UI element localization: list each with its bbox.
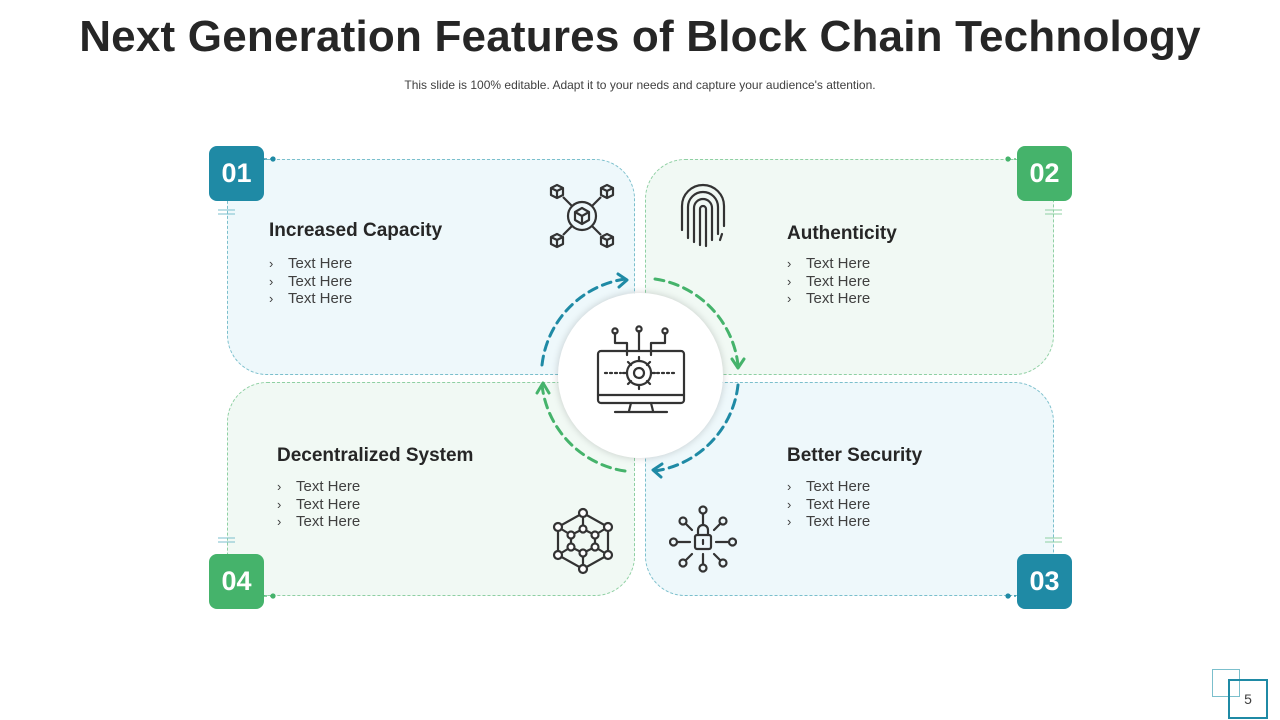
chevron-right-icon: › bbox=[277, 514, 282, 529]
chevron-right-icon: › bbox=[269, 291, 274, 306]
list-item: ›Text Here bbox=[787, 513, 871, 530]
chevron-right-icon: › bbox=[787, 256, 792, 271]
feature-list-3: ›Text Here ›Text Here ›Text Here bbox=[787, 478, 870, 531]
feature-number-badge-4: 04 bbox=[209, 554, 264, 609]
feature-heading-1: Increased Capacity bbox=[269, 220, 443, 241]
list-item: ›Text Here bbox=[269, 290, 353, 307]
list-item: ›Text Here bbox=[277, 495, 361, 513]
chevron-right-icon: › bbox=[277, 479, 282, 494]
chevron-right-icon: › bbox=[269, 273, 274, 289]
feature-heading-2: Authenticity bbox=[787, 223, 897, 244]
list-item: ›Text Here bbox=[269, 272, 353, 290]
chevron-right-icon: › bbox=[787, 479, 792, 494]
fingerprint-icon bbox=[680, 183, 726, 248]
chevron-right-icon: › bbox=[787, 273, 792, 289]
feature-heading-4: Decentralized System bbox=[277, 445, 474, 466]
chevron-right-icon: › bbox=[787, 514, 792, 529]
hexagon-network-icon bbox=[552, 507, 614, 575]
feature-number-badge-2: 02 bbox=[1017, 146, 1072, 201]
slide-subtitle: This slide is 100% editable. Adapt it to… bbox=[404, 78, 876, 92]
list-item: ›Text Here bbox=[787, 478, 871, 495]
feature-number-badge-1: 01 bbox=[209, 146, 264, 201]
list-item: ›Text Here bbox=[269, 255, 353, 272]
chevron-right-icon: › bbox=[787, 291, 792, 306]
list-item: ›Text Here bbox=[277, 478, 361, 495]
list-item: ›Text Here bbox=[277, 513, 361, 530]
list-item: ›Text Here bbox=[787, 495, 871, 513]
monitor-gear-icon bbox=[596, 325, 686, 414]
network-cube-icon bbox=[549, 183, 615, 249]
chevron-right-icon: › bbox=[277, 496, 282, 512]
feature-list-2: ›Text Here ›Text Here ›Text Here bbox=[787, 255, 870, 308]
chevron-right-icon: › bbox=[269, 256, 274, 271]
chevron-right-icon: › bbox=[787, 496, 792, 512]
page-number-indicator: 5 bbox=[1212, 669, 1268, 719]
list-item: ›Text Here bbox=[787, 290, 871, 307]
list-item: ›Text Here bbox=[787, 272, 871, 290]
feature-panel-3 bbox=[645, 382, 1054, 596]
list-item: ›Text Here bbox=[787, 255, 871, 272]
network-lock-icon bbox=[669, 505, 737, 573]
decor-square bbox=[1212, 669, 1240, 697]
slide-title: Next Generation Features of Block Chain … bbox=[79, 12, 1201, 61]
feature-list-4: ›Text Here ›Text Here ›Text Here bbox=[277, 478, 360, 531]
feature-number-badge-3: 03 bbox=[1017, 554, 1072, 609]
cycle-arrows bbox=[535, 272, 746, 479]
feature-list-1: ›Text Here ›Text Here ›Text Here bbox=[269, 255, 352, 308]
feature-heading-3: Better Security bbox=[787, 445, 923, 466]
page-number: 5 bbox=[1228, 679, 1268, 719]
center-hub bbox=[558, 293, 723, 458]
